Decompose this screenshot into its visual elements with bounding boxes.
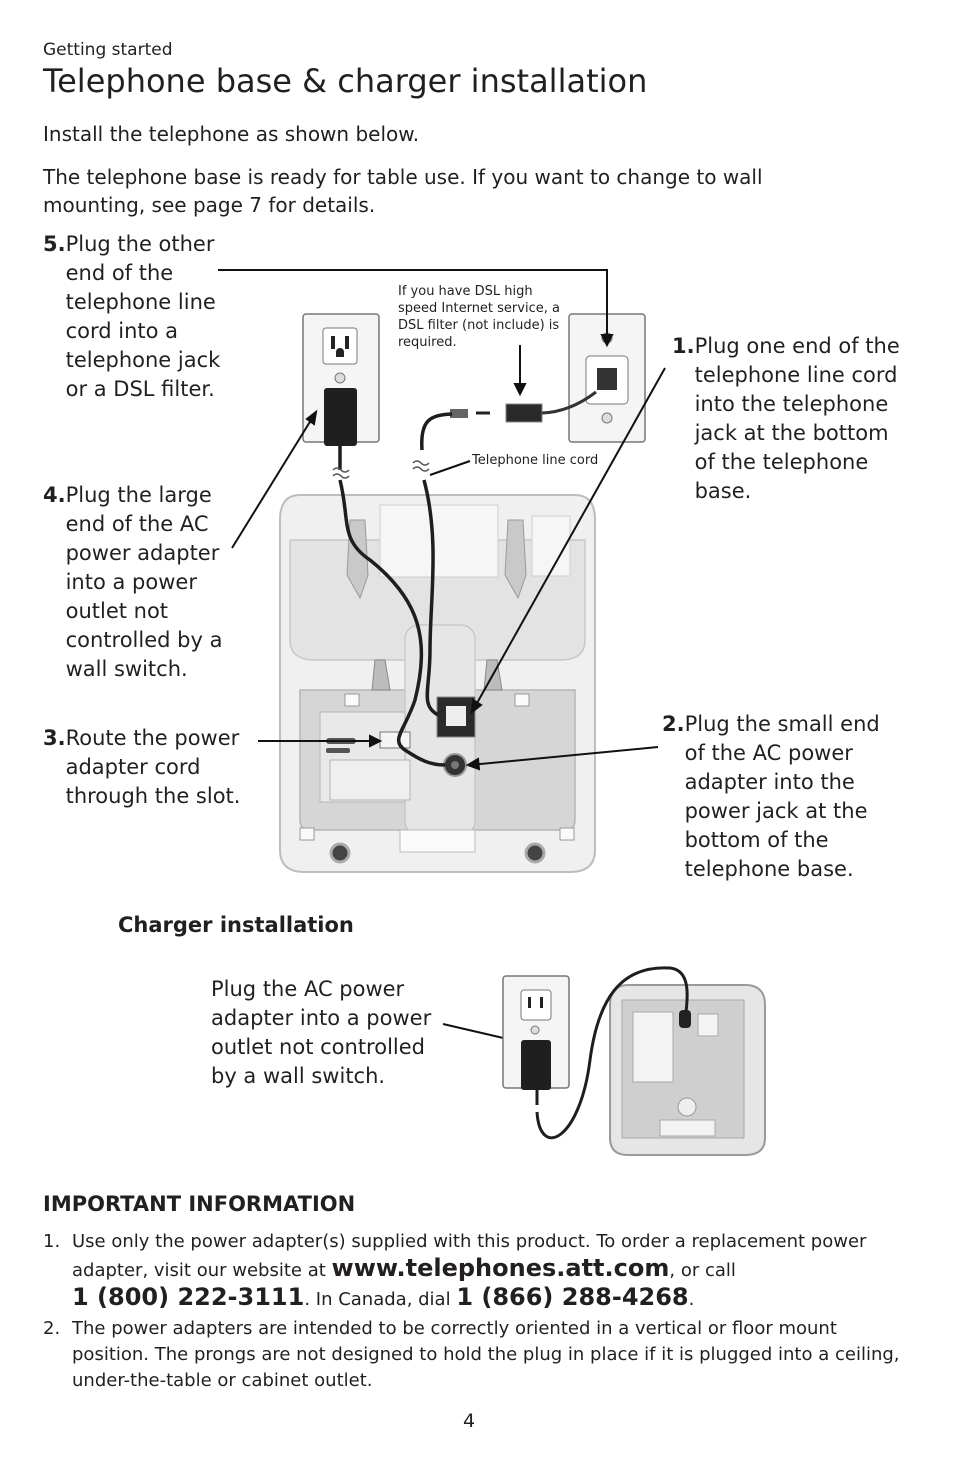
step-text: Plug one end of the telephone line cord … bbox=[694, 334, 900, 503]
item-text-part: . In Canada, dial bbox=[304, 1289, 457, 1310]
important-list: 1. Use only the power adapter(s) supplie… bbox=[43, 1229, 903, 1397]
step-number: 4. bbox=[43, 483, 66, 507]
step-number: 5. bbox=[43, 232, 66, 256]
charger-heading: Charger installation bbox=[118, 913, 354, 937]
step-number: 3. bbox=[43, 726, 66, 750]
item-text-part: Use only the power adapter(s) supplied w… bbox=[72, 1231, 867, 1281]
step-1: 1.Plug one end of the telephone line cor… bbox=[672, 332, 902, 506]
intro-line-2: The telephone base is ready for table us… bbox=[43, 165, 763, 217]
dsl-note: If you have DSL high speed Internet serv… bbox=[398, 284, 560, 350]
line-cord-label: Telephone line cord bbox=[472, 453, 599, 468]
step-2: 2.Plug the small end of the AC power ada… bbox=[662, 710, 902, 884]
step-3: 3.Route the power adapter cord through t… bbox=[43, 724, 257, 811]
important-heading: IMPORTANT INFORMATION bbox=[43, 1192, 356, 1216]
section-label: Getting started bbox=[43, 40, 173, 60]
page-number: 4 bbox=[463, 1410, 476, 1432]
item-text-part: . bbox=[688, 1289, 695, 1310]
item-text: The power adapters are intended to be co… bbox=[72, 1318, 900, 1391]
website-link[interactable]: www.telephones.att.com bbox=[331, 1254, 670, 1282]
dsl-filter-illustration bbox=[450, 390, 597, 423]
step-number: 1. bbox=[672, 334, 695, 358]
power-outlet-illustration bbox=[302, 313, 380, 446]
charger-illustration bbox=[609, 984, 766, 1156]
cord-break-marks bbox=[332, 460, 430, 479]
intro-line-1: Install the telephone as shown below. bbox=[43, 122, 420, 146]
important-item-1: 1. Use only the power adapter(s) supplie… bbox=[43, 1229, 903, 1313]
charger-instruction: Plug the AC power adapter into a power o… bbox=[211, 977, 432, 1088]
item-text: Use only the power adapter(s) supplied w… bbox=[72, 1229, 903, 1313]
callout-lines bbox=[218, 269, 666, 1044]
step-5: 5.Plug the other end of the telephone li… bbox=[43, 230, 233, 404]
step-text: Plug the small end of the AC power adapt… bbox=[684, 712, 880, 881]
item-text-part: , or call bbox=[669, 1260, 736, 1281]
step-text: Plug the large end of the AC power adapt… bbox=[65, 483, 223, 681]
telephone-wall-jack-illustration bbox=[568, 313, 646, 443]
item-number: 1. bbox=[43, 1231, 61, 1252]
important-item-2: 2. The power adapters are intended to be… bbox=[43, 1316, 903, 1394]
cords bbox=[338, 412, 453, 767]
charger-outlet-illustration bbox=[502, 975, 570, 1090]
step-text: Plug the other end of the telephone line… bbox=[65, 232, 221, 401]
page-title: Telephone base & charger installation bbox=[43, 62, 648, 100]
charger-cord bbox=[535, 966, 689, 1140]
step-4: 4.Plug the large end of the AC power ada… bbox=[43, 481, 238, 684]
telephone-base-illustration bbox=[279, 494, 596, 873]
phone-canada: 1 (866) 288-4268 bbox=[456, 1283, 689, 1311]
step-number: 2. bbox=[662, 712, 685, 736]
item-number: 2. bbox=[43, 1318, 61, 1339]
step-text: Route the power adapter cord through the… bbox=[65, 726, 241, 808]
phone-us: 1 (800) 222-3111 bbox=[72, 1283, 305, 1311]
